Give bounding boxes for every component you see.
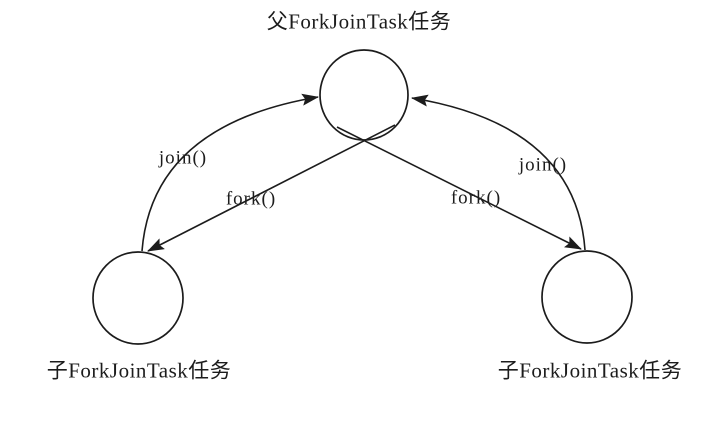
join-left-edge [141, 93, 319, 252]
child-task-left-node [92, 251, 184, 345]
join-right-edge [411, 94, 586, 251]
child-task-left-label: 子ForkJoinTask任务 [46, 358, 232, 383]
join-left-label: join() [158, 147, 208, 169]
fork-left-label: fork() [225, 188, 277, 210]
parent-task-label: 父ForkJoinTask任务 [266, 9, 452, 34]
child-task-right-label: 子ForkJoinTask任务 [497, 358, 683, 383]
fork-right-label: fork() [450, 187, 502, 209]
fork-right-edge [336, 126, 582, 250]
join-right-label: join() [518, 154, 568, 176]
fork-left-edge [147, 124, 396, 252]
child-task-right-node [541, 250, 633, 344]
parent-task-node [319, 49, 409, 141]
